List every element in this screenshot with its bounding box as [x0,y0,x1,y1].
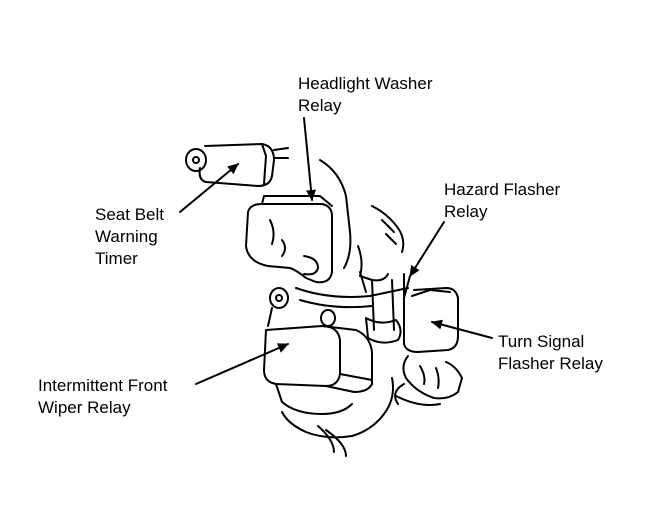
label-line: Hazard Flasher [444,180,561,199]
label-line: Warning [95,227,158,246]
intermittent-wiper-relay [264,288,372,414]
turn-signal-flasher-relay [395,356,462,404]
label-line: Flasher Relay [498,354,603,373]
arrow-hazard-flasher [410,222,444,276]
label-line: Turn Signal [498,332,585,351]
hazard-flasher-relay [404,274,458,352]
hazard-flasher-relay-label: Hazard Flasher Relay [444,179,560,223]
arrow-turn-signal [432,319,492,338]
label-line: Timer [95,249,138,268]
headlight-washer-relay [246,196,332,282]
label-line: Intermittent Front [38,376,168,395]
headlight-washer-relay-label: Headlight Washer Relay [298,73,433,117]
arrow-headlight-washer [304,118,317,200]
label-line: Seat Belt [95,205,164,224]
turn-signal-flasher-relay-label: Turn Signal Flasher Relay [498,331,603,375]
label-line: Relay [298,96,342,115]
arrow-wiper-relay [196,344,288,384]
seat-belt-warning-timer-label: Seat Belt Warning Timer [95,204,164,270]
wiring-harness [282,378,440,456]
label-line: Relay [444,202,488,221]
seat-belt-warning-timer [186,144,288,186]
arrow-seat-belt [180,164,238,212]
relay-bracket [296,160,410,343]
intermittent-wiper-relay-label: Intermittent Front Wiper Relay [38,375,167,419]
label-line: Wiper Relay [38,398,131,417]
label-line: Headlight Washer [298,74,433,93]
